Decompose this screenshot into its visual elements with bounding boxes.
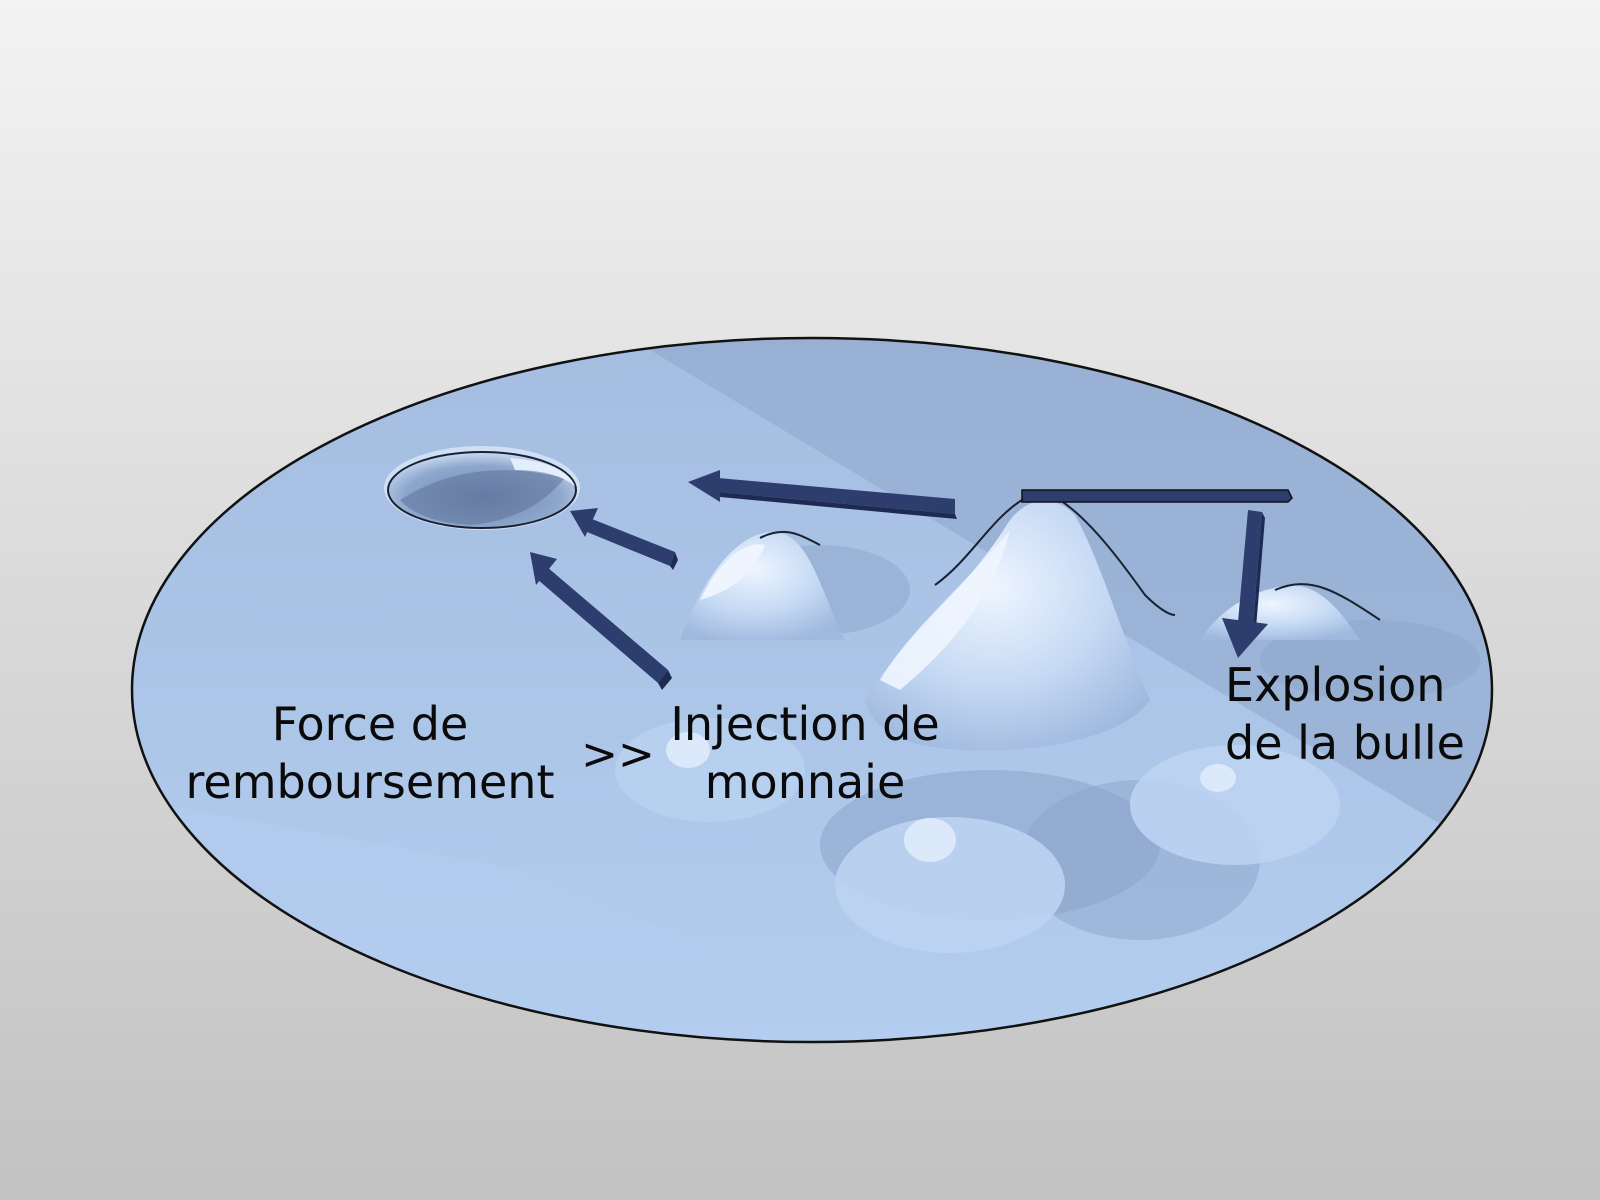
- bubble-burst-line-1: Explosion: [1225, 658, 1446, 712]
- small-hill-highlight: [700, 544, 765, 600]
- disc-outline: [130, 336, 1494, 1044]
- comparison-symbol: >>: [581, 729, 655, 780]
- repayment-force-label: Force de remboursement: [160, 695, 580, 811]
- repayment-force-line-2: remboursement: [185, 755, 555, 809]
- arrow-burst-down: [1222, 510, 1268, 658]
- peak-platform: [1021, 489, 1293, 503]
- money-injection-line-1: Injection de: [670, 697, 940, 751]
- bubble-burst-line-2: de la bulle: [1225, 716, 1465, 770]
- bump: [835, 817, 1065, 953]
- repayment-force-line-1: Force de: [271, 697, 469, 751]
- big-hill-ridge-left: [934, 499, 1023, 586]
- bump-highlight: [1200, 764, 1236, 792]
- money-injection-label: Injection de monnaie: [645, 695, 965, 811]
- small-hill-ridge: [759, 530, 821, 546]
- bubble-burst-label: Explosion de la bulle: [1225, 656, 1495, 772]
- bump: [1130, 745, 1340, 865]
- arrow-injection-to-hole: [530, 552, 672, 690]
- bump-highlight: [666, 732, 710, 768]
- bump: [615, 718, 805, 822]
- big-hill-ridge-right: [1059, 499, 1176, 616]
- arrow-peak-to-hole: [688, 470, 957, 519]
- hole-light: [510, 458, 575, 486]
- bump-highlight: [904, 818, 956, 862]
- right-hill-ridge: [1274, 583, 1381, 621]
- money-injection-line-2: monnaie: [704, 755, 906, 809]
- small-hill: [680, 531, 845, 640]
- hole-inner-shadow: [400, 470, 565, 525]
- arrow-small-hill-to-hole: [570, 508, 678, 570]
- big-hill-highlight: [880, 530, 1010, 690]
- big-hill: [865, 500, 1150, 751]
